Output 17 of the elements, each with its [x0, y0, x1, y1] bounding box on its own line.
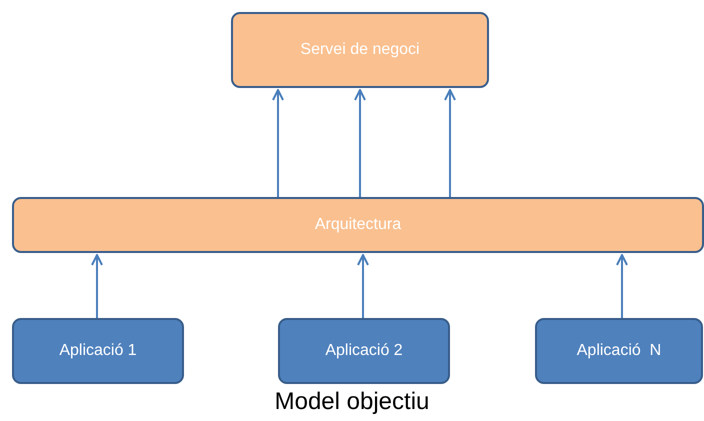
- box-label: Aplicació N: [576, 342, 662, 360]
- box-label: Aplicació 2: [325, 342, 403, 360]
- arrow: [272, 89, 284, 197]
- box-label: Servei de negoci: [300, 41, 420, 59]
- process-box: [12, 197, 704, 253]
- process-box: [278, 318, 450, 384]
- arrow: [357, 254, 369, 318]
- process-box: [12, 318, 184, 384]
- box-label: Aplicació 1: [59, 342, 137, 360]
- caption: Model objectiu: [274, 388, 430, 416]
- box-label: Arquitectura: [314, 216, 402, 234]
- arrow: [616, 254, 628, 318]
- arrow: [354, 89, 366, 197]
- process-box: [535, 318, 703, 384]
- arrow: [444, 89, 456, 197]
- arrow: [91, 254, 103, 318]
- process-box: [231, 12, 489, 88]
